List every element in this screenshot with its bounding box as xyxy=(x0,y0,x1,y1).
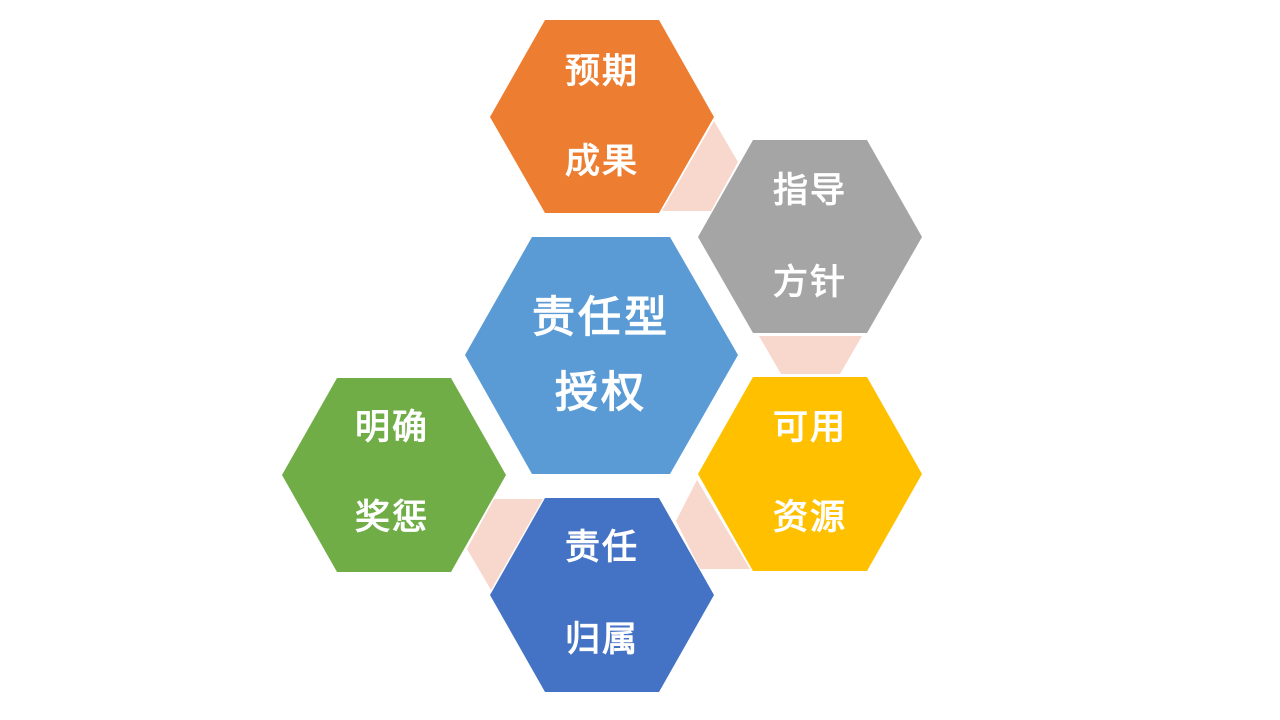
center-label-line1: 责任型 xyxy=(532,293,670,343)
hexagon-shape xyxy=(698,140,922,333)
hexagon-label-line2: 奖惩 xyxy=(355,498,429,538)
hexagon-shape xyxy=(282,378,506,572)
connector-resources-to-accountability xyxy=(676,480,750,569)
hexagon-label-line1: 可用 xyxy=(773,408,847,448)
hexagon-shape xyxy=(490,498,714,692)
hexagon-label-line2: 方针 xyxy=(773,263,847,303)
hexagon-shape xyxy=(698,377,922,571)
connector-accountability-to-rewards xyxy=(467,499,543,590)
connector-guidelines-to-resources xyxy=(759,336,862,374)
hexagon-clear-rewards-penalties: 明确 奖惩 xyxy=(282,378,506,572)
hexagon-available-resources: 可用 资源 xyxy=(698,377,922,571)
hexagon-guidelines: 指导 方针 xyxy=(698,140,922,333)
hexagon-label-line1: 预期 xyxy=(565,52,639,92)
hexagon-label-line1: 明确 xyxy=(355,408,429,448)
hexagon-accountability: 责任 归属 xyxy=(490,498,714,692)
hexagon-expected-results: 预期 成果 xyxy=(490,20,714,213)
hexagon-label-line1: 指导 xyxy=(773,171,847,211)
hexagon-shape xyxy=(465,237,738,474)
hexagon-shape xyxy=(490,20,714,213)
hexagon-label-line2: 归属 xyxy=(565,620,639,660)
center-label-line2: 授权 xyxy=(555,368,647,418)
hexagon-label-line1: 责任 xyxy=(565,528,639,568)
hexagon-label-line2: 成果 xyxy=(565,142,639,182)
hexagon-center-responsibility-delegation: 责任型 授权 xyxy=(465,237,738,474)
connector-results-to-guidelines xyxy=(662,121,738,211)
hexagon-label-line2: 资源 xyxy=(773,498,847,538)
